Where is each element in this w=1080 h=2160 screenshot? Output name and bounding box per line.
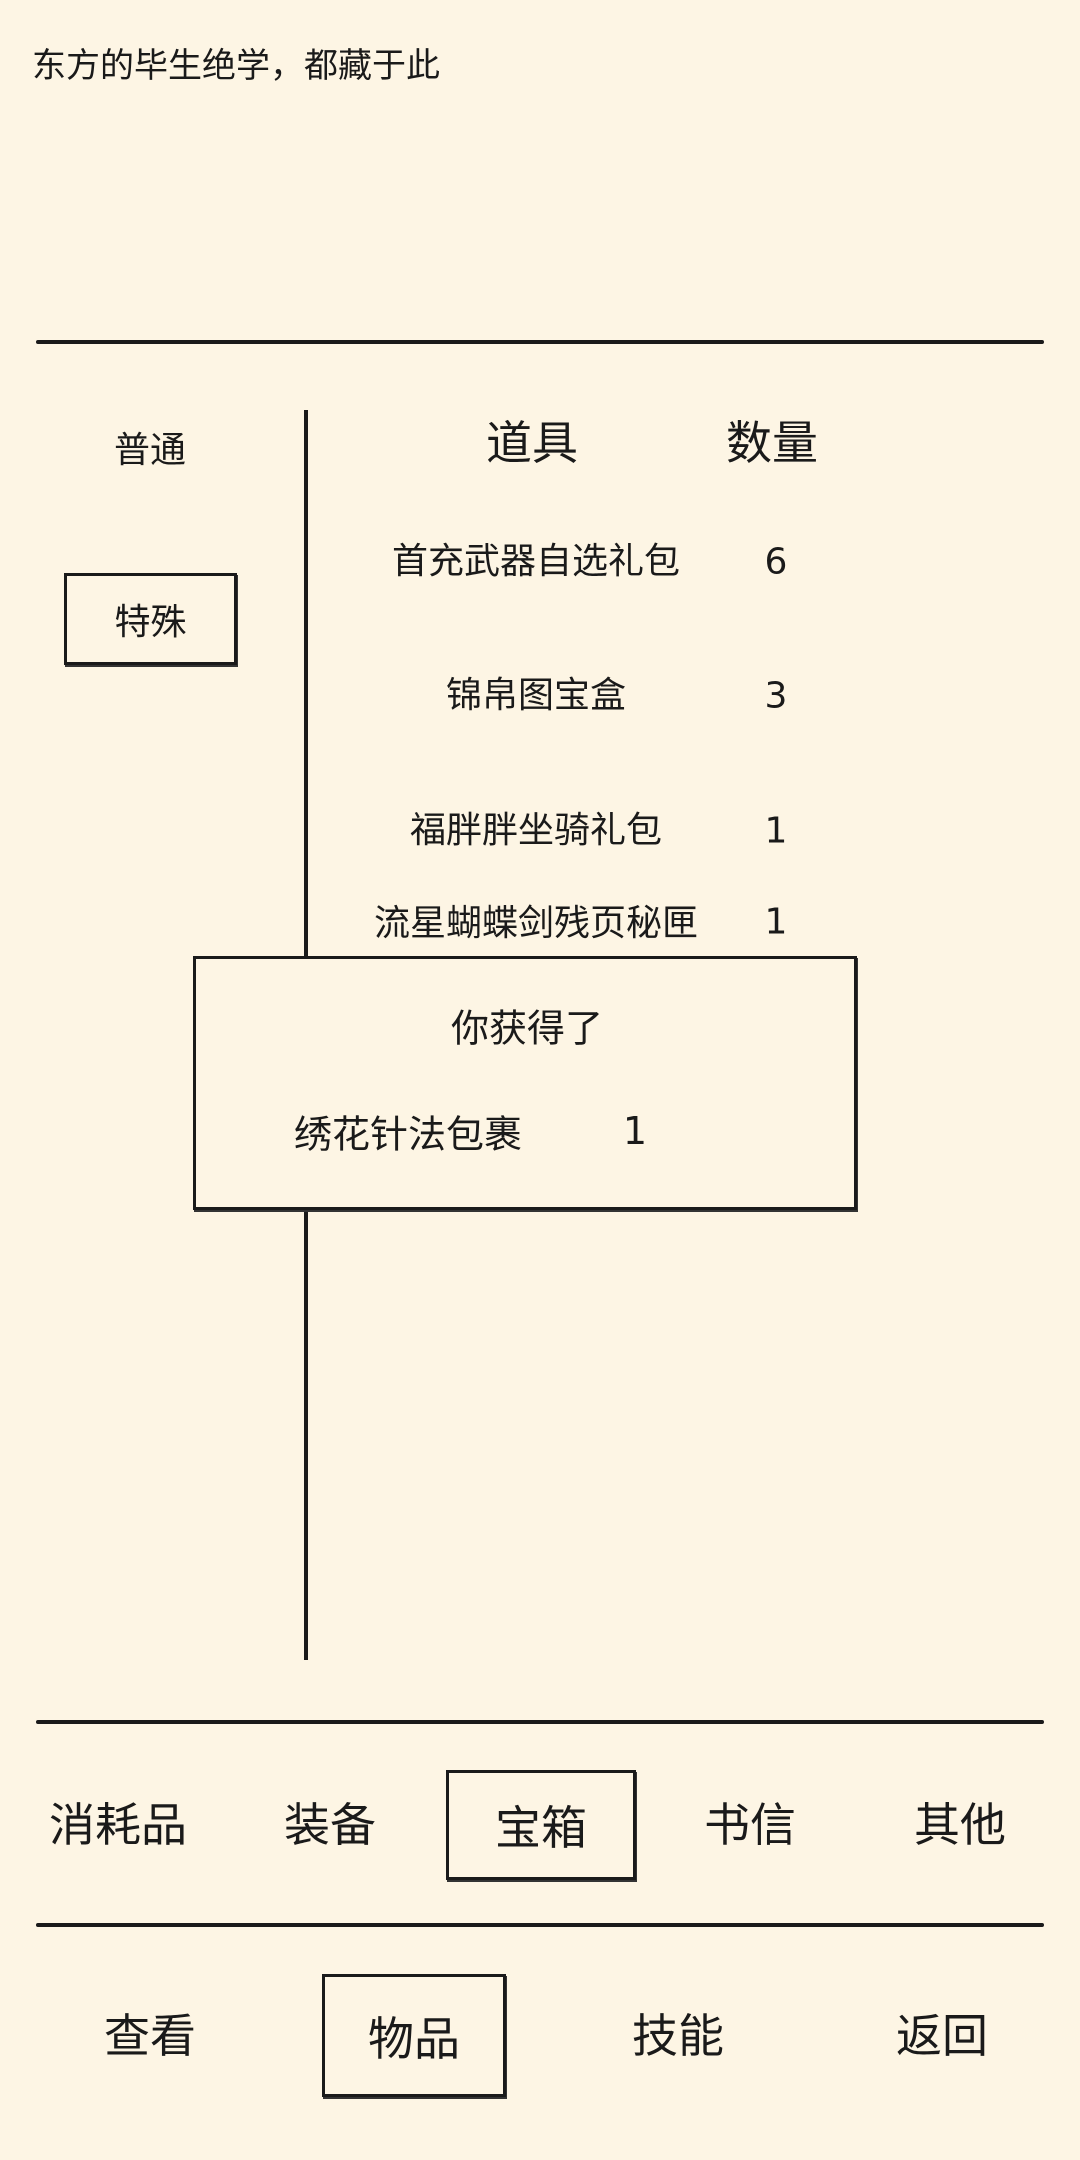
item-qty: 1 xyxy=(764,901,788,943)
nav-back[interactable]: 返回 xyxy=(896,2009,988,2063)
item-name: 福胖胖坐骑礼包 xyxy=(409,810,663,851)
tab-chests[interactable]: 宝箱 xyxy=(446,1770,636,1880)
popup-title: 你获得了 xyxy=(450,1006,604,1051)
column-header-item: 道具 xyxy=(486,416,578,470)
column-header-qty: 数量 xyxy=(726,416,818,470)
reward-popup[interactable]: 你获得了 绣花针法包裹 1 xyxy=(193,956,857,1210)
tab-letters[interactable]: 书信 xyxy=(704,1798,796,1852)
item-qty: 1 xyxy=(764,810,788,852)
item-name: 流星蝴蝶剑残页秘匣 xyxy=(373,903,699,944)
sidebar-item-normal[interactable]: 普通 xyxy=(113,430,187,471)
item-name: 锦帛图宝盒 xyxy=(445,675,627,716)
item-qty: 6 xyxy=(764,541,788,583)
tab-label: 宝箱 xyxy=(495,1801,587,1855)
sidebar-item-label: 特殊 xyxy=(114,602,187,643)
item-name: 首充武器自选礼包 xyxy=(391,541,681,582)
nav-view[interactable]: 查看 xyxy=(104,2009,196,2063)
sidebar-item-special[interactable]: 特殊 xyxy=(64,573,237,665)
nav-skills[interactable]: 技能 xyxy=(632,2009,724,2063)
header-title: 东方的毕生绝学，都藏于此 xyxy=(32,46,440,86)
nav-items[interactable]: 物品 xyxy=(322,1974,506,2097)
divider xyxy=(36,340,1044,344)
tab-equipment[interactable]: 装备 xyxy=(284,1798,376,1852)
divider xyxy=(36,1923,1044,1927)
divider xyxy=(36,1720,1044,1724)
item-qty: 3 xyxy=(764,675,788,717)
tab-others[interactable]: 其他 xyxy=(914,1798,1006,1852)
nav-label: 物品 xyxy=(368,2011,460,2066)
tab-consumables[interactable]: 消耗品 xyxy=(49,1798,187,1852)
popup-item-name: 绣花针法包裹 xyxy=(293,1112,523,1157)
popup-item-qty: 1 xyxy=(622,1109,648,1153)
